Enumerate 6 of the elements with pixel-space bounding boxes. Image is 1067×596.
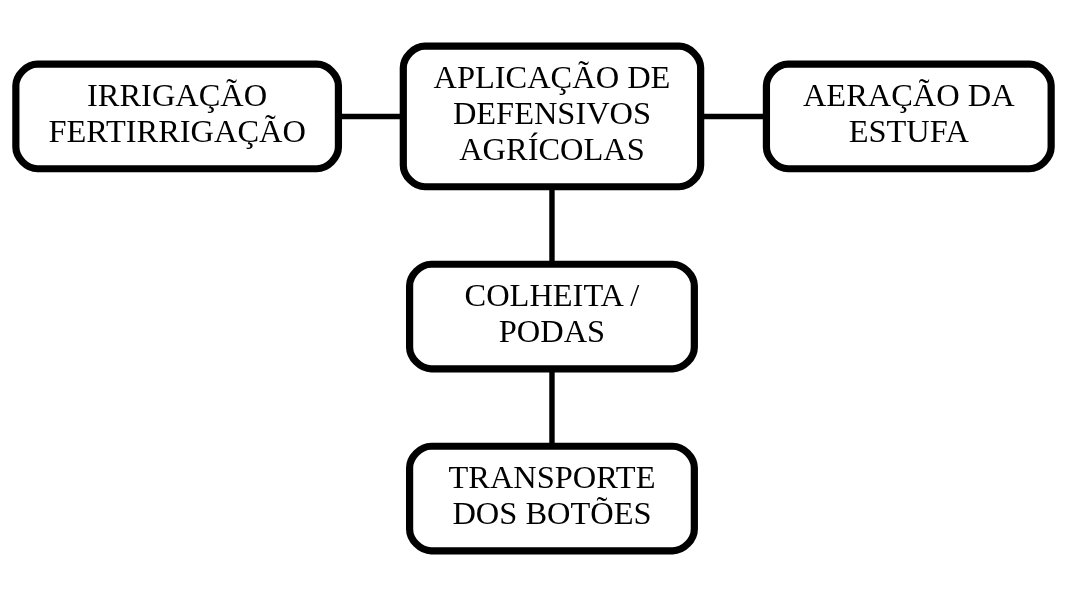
connector	[701, 113, 766, 119]
node-box: COLHEITA / PODAS	[406, 260, 698, 372]
node-box: AERAÇÃO DA ESTUFA	[762, 60, 1055, 172]
node-box: IRRIGAÇÃO FERTIRRIGAÇÃO	[12, 60, 343, 172]
node-box: APLICAÇÃO DE DEFENSIVOS AGRÍCOLAS	[399, 42, 705, 190]
node-box: TRANSPORTE DOS BOTÕES	[406, 442, 698, 554]
